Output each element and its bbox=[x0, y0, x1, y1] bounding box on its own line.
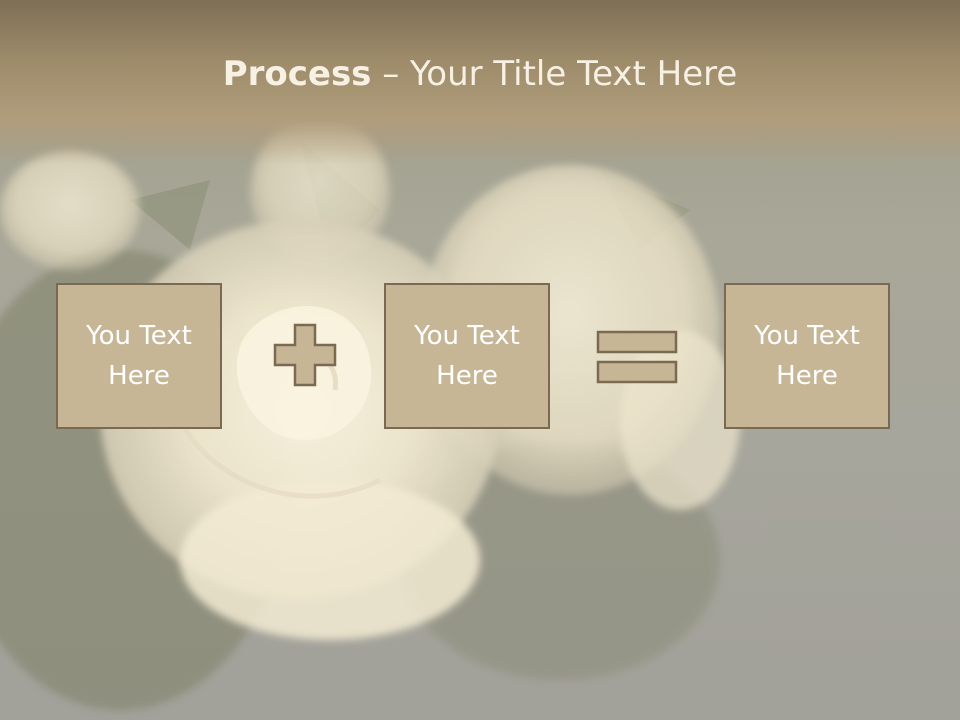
equals-icon bbox=[596, 330, 678, 384]
plus-icon bbox=[273, 323, 337, 387]
process-box-3[interactable]: You Text Here bbox=[724, 283, 890, 429]
title-rest: – Your Title Text Here bbox=[371, 54, 738, 94]
process-box-2[interactable]: You Text Here bbox=[384, 283, 550, 429]
header-band bbox=[0, 0, 960, 165]
title-strong: Process bbox=[222, 54, 372, 94]
process-box-1-label: You Text Here bbox=[86, 321, 192, 391]
process-box-3-label: You Text Here bbox=[754, 321, 860, 391]
process-box-1[interactable]: You Text Here bbox=[56, 283, 222, 429]
slide-title: Process – Your Title Text Here bbox=[0, 50, 960, 98]
process-box-2-label: You Text Here bbox=[414, 321, 520, 391]
